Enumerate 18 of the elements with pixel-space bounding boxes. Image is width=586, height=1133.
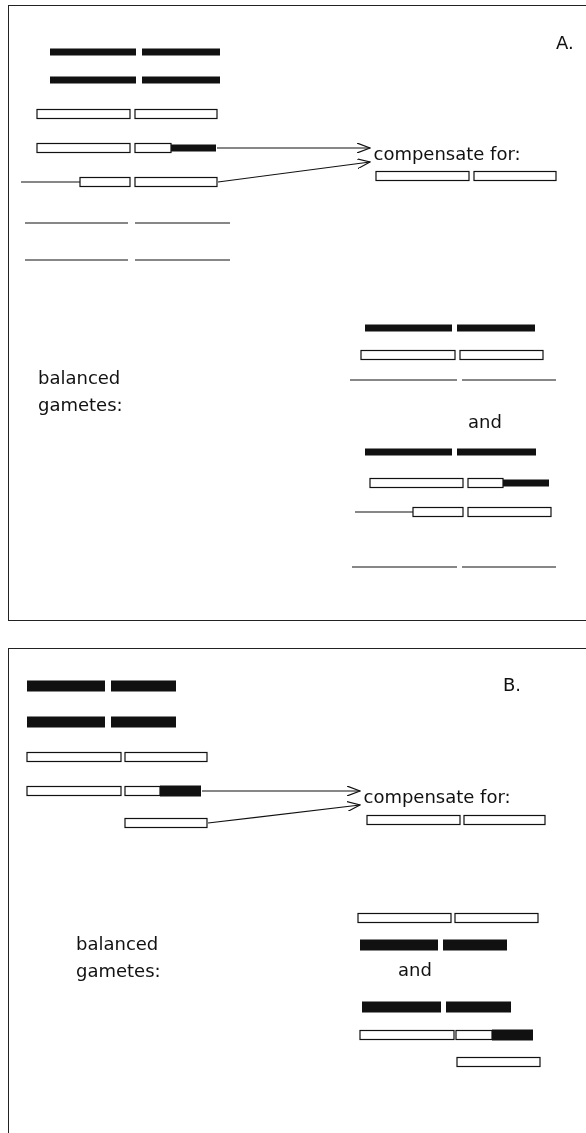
- panel-letter: B.: [503, 673, 522, 697]
- panel-letter: A.: [556, 31, 574, 55]
- arrow: [207, 800, 361, 824]
- chromosome-drawing: [26, 784, 202, 797]
- arrow: [201, 785, 361, 797]
- panel-frame: [8, 648, 586, 1133]
- label-text: balanced gametes:: [38, 366, 124, 417]
- label-text: and: [398, 958, 433, 982]
- chromosome-drawing: [36, 142, 217, 153]
- arrow: [216, 142, 371, 154]
- instruction-text: compensate for:: [373, 141, 521, 166]
- panel-frame: [8, 5, 586, 621]
- chromosome-drawing: [124, 817, 208, 828]
- chromosome-drawing: [20, 176, 218, 187]
- label-text: and: [468, 410, 503, 434]
- instruction-text: compensate for:: [363, 784, 511, 809]
- label-text: balanced gametes:: [76, 932, 162, 983]
- arrow: [217, 158, 371, 183]
